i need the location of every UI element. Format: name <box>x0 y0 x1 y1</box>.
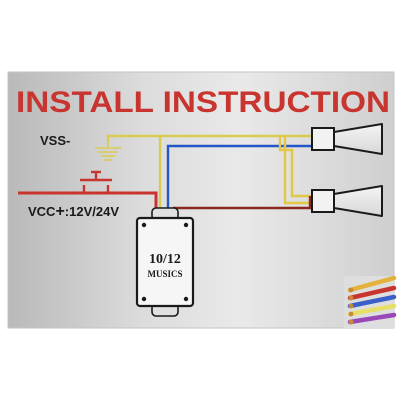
power-voltage: :12V/24V <box>65 204 120 219</box>
power-label-vcc: VCC <box>28 204 56 219</box>
screw-hole <box>183 222 189 228</box>
module-count: 10/12 <box>149 252 181 267</box>
push-button-switch <box>80 170 112 193</box>
module-label: MUSICS <box>147 269 182 279</box>
ground-symbol <box>95 141 121 161</box>
screw-hole <box>141 296 147 302</box>
music-module: 10/12 MUSICS <box>135 207 195 317</box>
screw-hole <box>141 222 147 228</box>
horn-speaker-bottom <box>311 185 383 217</box>
red-power-wire <box>18 191 158 213</box>
horn-speaker-top <box>311 123 383 155</box>
screw-hole <box>183 296 189 302</box>
yellow-wire <box>278 136 314 205</box>
power-plus-symbol: + <box>55 203 64 220</box>
ground-wire <box>106 134 314 208</box>
ground-label: VSS- <box>40 133 70 148</box>
diagram-title: INSTALL INSTRUCTION <box>16 86 390 119</box>
wire-bundle-image <box>344 275 397 328</box>
blue-wire <box>166 144 314 215</box>
power-label: VCC+:12V/24V <box>28 203 119 220</box>
